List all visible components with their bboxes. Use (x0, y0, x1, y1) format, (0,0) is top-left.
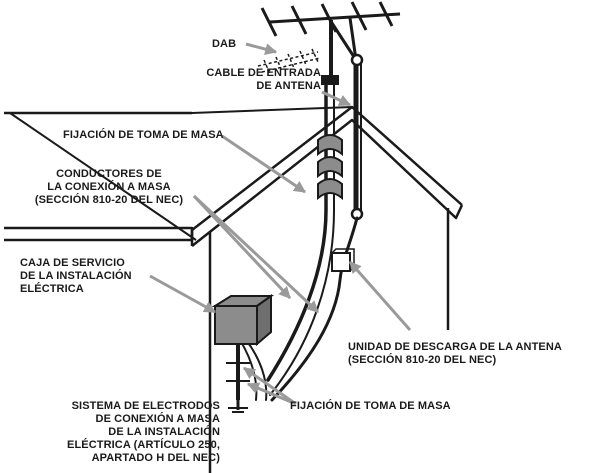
house-structure (4, 105, 464, 473)
dab-antenna (257, 48, 321, 75)
electric-service-box (211, 294, 275, 347)
label-caja-servicio: CAJA DE SERVICIO DE LA INSTALACIÓN ELÉCT… (20, 257, 132, 295)
label-sistema-electrodos: SISTEMA DE ELECTRODOS DE CONEXIÓN A MASA… (67, 400, 220, 464)
leader-lines (149, 42, 412, 406)
antenna-discharge-unit (331, 248, 355, 272)
label-conductores-conexion-masa: CONDUCTORES DE LA CONEXIÓN A MASA (SECCI… (34, 168, 184, 206)
label-unidad-descarga-antena: UNIDAD DE DESCARGA DE LA ANTENA (SECCIÓN… (348, 341, 562, 366)
antenna-mast (329, 20, 364, 221)
label-dab: DAB (212, 38, 237, 50)
label-cable-entrada-antena: CABLE DE ENTRADA DE ANTENA (206, 67, 321, 92)
lead-in-conductors (239, 78, 359, 402)
ground-electrode (226, 344, 250, 413)
label-fijacion-toma-masa-bottom: FIJACIÓN DE TOMA DE MASA (290, 400, 451, 412)
label-fijacion-toma-masa-top: FIJACIÓN DE TOMA DE MASA (63, 129, 224, 141)
mast-ground-clamps (317, 75, 343, 201)
tv-antenna (260, 1, 401, 61)
